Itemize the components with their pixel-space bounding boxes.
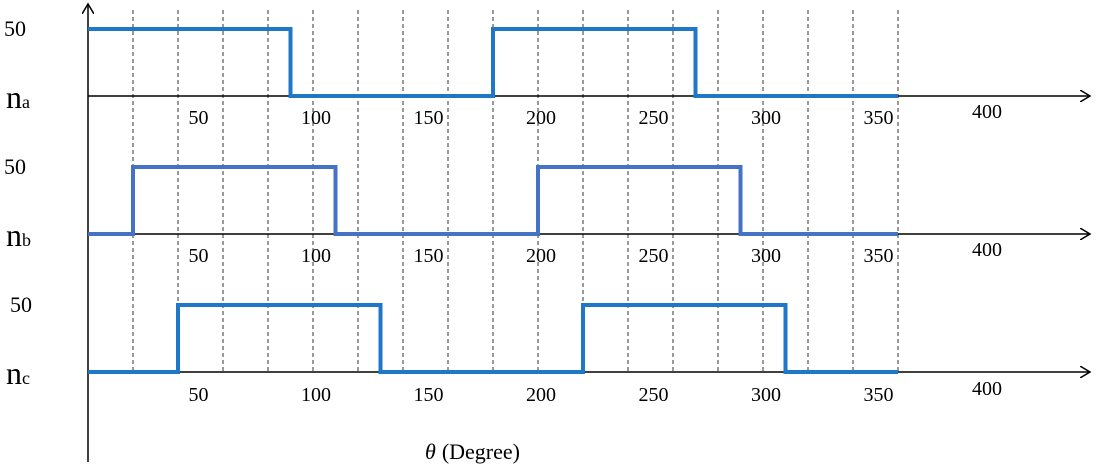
labels: 50 100 150 200 250 300 350 400 50 na 50 100 150 200 25… bbox=[4, 16, 1002, 406]
x-tick-label: 100 bbox=[301, 245, 331, 267]
x-tick-label: 50 bbox=[189, 107, 209, 129]
gridlines bbox=[132, 10, 899, 372]
x-tick-label: 200 bbox=[526, 245, 556, 267]
series-group bbox=[88, 27, 898, 374]
x-tick-label: 400 bbox=[972, 239, 1002, 261]
y-level-label: 50 bbox=[4, 154, 26, 179]
x-tick-label: 350 bbox=[864, 245, 894, 267]
x-tick-label: 50 bbox=[189, 384, 209, 406]
x-tick-label: 250 bbox=[639, 384, 669, 406]
series-line-c bbox=[88, 303, 898, 374]
x-axis-label-symbol: θ bbox=[425, 439, 436, 464]
x-tick-label: 400 bbox=[972, 101, 1002, 123]
y-level-label: 50 bbox=[10, 292, 32, 317]
series-name-c: nc bbox=[6, 355, 30, 391]
x-tick-label: 100 bbox=[301, 107, 331, 129]
x-tick-label: 50 bbox=[189, 245, 209, 267]
x-tick-label: 150 bbox=[414, 384, 444, 406]
x-tick-label: 350 bbox=[864, 107, 894, 129]
series-line-b bbox=[88, 165, 898, 236]
x-tick-label: 150 bbox=[414, 107, 444, 129]
x-tick-label: 250 bbox=[639, 245, 669, 267]
x-tick-label: 400 bbox=[972, 378, 1002, 400]
y-level-label: 50 bbox=[4, 16, 26, 41]
axes bbox=[88, 4, 1090, 462]
x-tick-label: 250 bbox=[639, 107, 669, 129]
x-tick-label: 200 bbox=[526, 384, 556, 406]
x-tick-label: 200 bbox=[526, 107, 556, 129]
series-name-b: nb bbox=[6, 217, 31, 253]
series-line-a bbox=[88, 27, 898, 98]
x-tick-label: 150 bbox=[414, 245, 444, 267]
x-tick-label: 300 bbox=[751, 107, 781, 129]
x-axis-label-unit: (Degree) bbox=[442, 439, 520, 464]
x-tick-label: 300 bbox=[751, 245, 781, 267]
x-tick-label: 350 bbox=[864, 384, 894, 406]
x-tick-label: 100 bbox=[301, 384, 331, 406]
series-name-a: na bbox=[6, 79, 30, 115]
x-tick-label: 300 bbox=[751, 384, 781, 406]
x-axis-label: θ(Degree) bbox=[425, 439, 520, 464]
